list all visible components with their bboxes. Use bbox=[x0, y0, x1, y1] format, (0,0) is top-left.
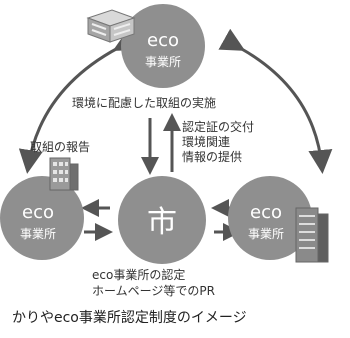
label-environment: 環境関連 bbox=[182, 135, 231, 149]
top-eco-office: eco 事業所 bbox=[121, 4, 205, 88]
left-office-line2: 事業所 bbox=[20, 227, 56, 241]
right-office-line1: eco bbox=[250, 202, 282, 223]
label-certification: eco事業所の認定 bbox=[92, 268, 186, 282]
diagram-caption: かりやeco事業所認定制度のイメージ bbox=[12, 310, 247, 326]
building-icon-right bbox=[295, 207, 329, 263]
city-label: 市 bbox=[147, 205, 177, 240]
building-icon-top bbox=[86, 9, 136, 43]
arrow-top-left-curve bbox=[18, 28, 140, 174]
label-info: 情報の提供 bbox=[182, 150, 243, 164]
city-node: 市 bbox=[118, 176, 206, 264]
right-office-line2: 事業所 bbox=[248, 227, 284, 241]
top-office-line1: eco bbox=[147, 30, 179, 51]
label-report: 取組の報告 bbox=[30, 140, 91, 154]
right-eco-office: eco 事業所 bbox=[228, 176, 312, 260]
left-eco-office: eco 事業所 bbox=[0, 176, 84, 260]
label-certificate: 認定証の交付 bbox=[182, 120, 255, 134]
arrow-top-right-curve bbox=[218, 28, 333, 174]
building-icon-left bbox=[49, 157, 79, 191]
label-homepage-pr: ホームページ等でのPR bbox=[92, 284, 215, 298]
label-practice: 環境に配慮した取組の実施 bbox=[72, 96, 217, 110]
top-office-line2: 事業所 bbox=[145, 55, 181, 69]
left-office-line1: eco bbox=[22, 202, 54, 223]
